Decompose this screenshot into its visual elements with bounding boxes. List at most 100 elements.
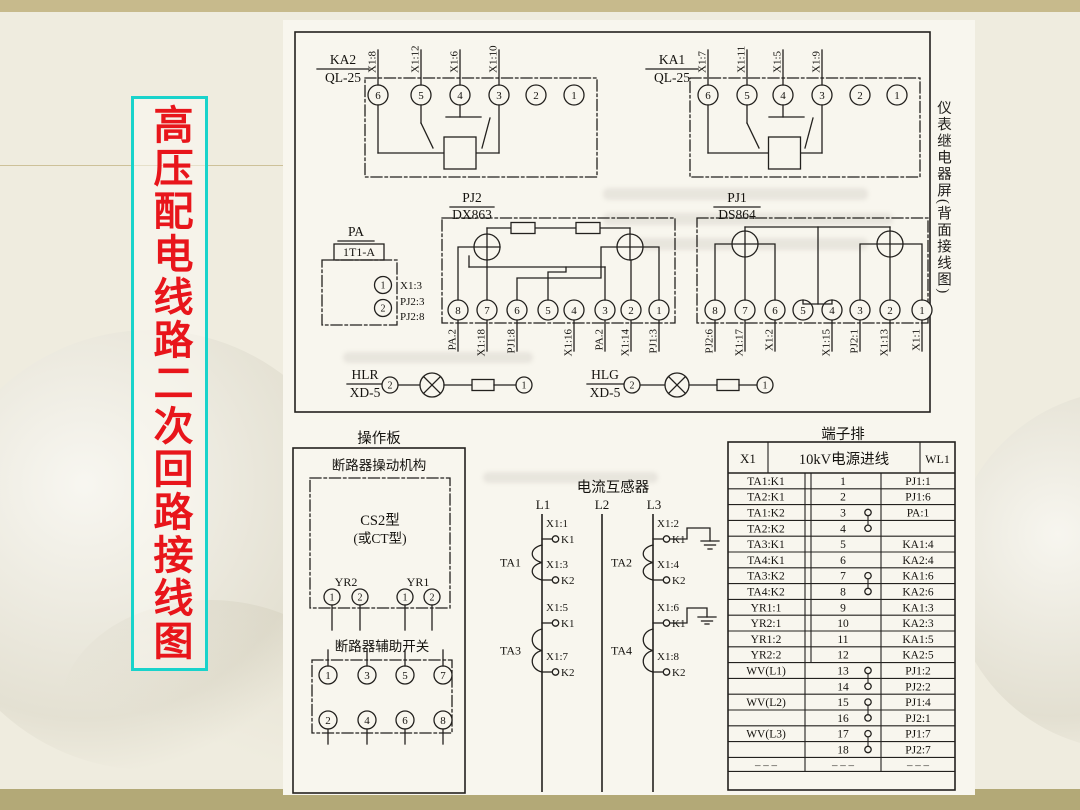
lamp-terminal-number: 1 — [763, 380, 768, 391]
wire — [642, 246, 660, 301]
table-cell-num: 18 — [837, 745, 849, 757]
ct-tap — [551, 535, 560, 543]
pa-terminal-number: 2 — [381, 303, 386, 314]
wire-label: PJ1:8 — [506, 329, 518, 354]
wire — [420, 122, 434, 149]
tap-x-label: X1:3 — [546, 559, 569, 571]
relay-terminal-number: 3 — [819, 90, 825, 102]
table-cell-right: KA1:6 — [902, 571, 934, 583]
ct-name: TA2 — [611, 556, 632, 570]
pa-side-label: PJ2:8 — [400, 311, 425, 323]
tap-k-label: K1 — [672, 534, 685, 546]
ka2-name: KA2 — [330, 52, 356, 67]
meter-terminal-number: 3 — [857, 305, 863, 317]
ka2-model: QL-25 — [325, 70, 361, 85]
pj2-box — [441, 217, 676, 324]
tap-x-label: X1:6 — [657, 602, 680, 614]
pj1-box — [696, 217, 929, 324]
table-cell-left: TA1:K2 — [747, 508, 785, 520]
pa-terminal — [373, 275, 393, 295]
pa-terminal — [373, 298, 393, 318]
meter-terminal-number: 2 — [628, 305, 634, 317]
table-cell-num: 15 — [837, 697, 849, 709]
table-cell-left: WV(L1) — [746, 666, 786, 678]
relay-terminal-number: 1 — [894, 90, 900, 102]
wiring-diagram: KA2 QL-25 KA1 QL-25 PJ2 DX863 PJ1 DS864 … — [292, 31, 956, 794]
pa-side-label: X1:3 — [400, 280, 423, 292]
relay-terminal-number: 3 — [496, 90, 502, 102]
meter-terminal-number: 2 — [887, 305, 893, 317]
ct-section-title: 电流互感器 — [577, 479, 650, 496]
table-cell-right: PJ2:7 — [905, 745, 931, 757]
relay-terminal — [525, 84, 547, 106]
mechanism-box — [309, 477, 451, 609]
table-header-wl1: WL1 — [925, 452, 950, 466]
table-cell-num: 16 — [837, 713, 849, 725]
instrument-panel-box — [294, 31, 931, 413]
tap-k-label: K1 — [672, 618, 685, 630]
lamp-terminal — [381, 376, 399, 394]
jumper-terminal — [864, 524, 872, 533]
wire-label: PJ2:6 — [704, 329, 716, 354]
wire-label: X1:1 — [911, 329, 923, 351]
yr1-label: YR1 — [407, 575, 430, 589]
relay-terminal-number: 1 — [571, 90, 577, 102]
relay-coil — [767, 136, 802, 170]
table-cell-right: KA1:4 — [902, 539, 934, 551]
yr2-label: YR2 — [335, 575, 358, 589]
line-label-l3: L3 — [647, 497, 661, 512]
table-cell-right: KA1:3 — [902, 602, 934, 614]
meter-terminal — [563, 299, 585, 321]
relay-terminal-number: 4 — [780, 90, 786, 102]
table-cell-num: 10 — [837, 618, 849, 630]
table-cell-right: KA2:6 — [902, 587, 934, 599]
yr1-terminal-number: 2 — [430, 592, 435, 603]
tap-x-label: X1:7 — [546, 651, 569, 663]
meter-terminal-number: 6 — [514, 305, 520, 317]
wire — [859, 243, 877, 301]
mechanism-type-line1: CS2型 — [360, 512, 400, 529]
wire-label: X1:7 — [697, 51, 709, 74]
tap-k-label: K2 — [561, 667, 574, 679]
table-cell-left: TA3:K1 — [747, 539, 785, 551]
wire-label: PA.2 — [447, 329, 459, 350]
ct-winding — [531, 544, 543, 581]
table-cell-left: YR2:2 — [751, 650, 782, 662]
aux-terminal-number: 3 — [364, 670, 370, 682]
relay-terminal — [849, 84, 871, 106]
ka1-box — [689, 77, 921, 178]
ct-tap — [662, 535, 671, 543]
jumper-terminal — [864, 682, 872, 691]
aux-switch-box — [311, 659, 453, 734]
table-cell-num: 3 — [840, 508, 846, 520]
relay-coil — [443, 136, 477, 170]
ct-tap — [551, 668, 560, 676]
table-cell-num: 6 — [840, 555, 846, 567]
jumper-terminal — [864, 666, 872, 675]
aux-terminal-number: 5 — [402, 670, 408, 682]
pa-model-tag — [333, 243, 385, 261]
hlg-model: XD-5 — [590, 385, 621, 400]
aux-terminal-number: 7 — [440, 670, 446, 682]
table-cell-left: TA2:K2 — [747, 523, 785, 535]
lamp-terminal-number: 2 — [630, 380, 635, 391]
meter-terminal-number: 4 — [829, 305, 835, 317]
ct-winding — [642, 628, 654, 673]
meter-terminal-number: 7 — [484, 305, 490, 317]
table-cell-right: PA:1 — [907, 508, 930, 520]
wire-label: X1:17 — [734, 329, 746, 357]
table-cell-right: KA2:3 — [902, 618, 934, 630]
wire — [804, 117, 814, 149]
wire — [667, 375, 687, 395]
jumper-terminal — [864, 571, 872, 580]
operation-panel-box — [292, 447, 466, 794]
table-cell-num: 8 — [840, 587, 846, 599]
table-cell-left: YR1:1 — [751, 602, 782, 614]
table-cell-right: KA2:4 — [902, 555, 934, 567]
yr2-terminal-number: 2 — [358, 592, 363, 603]
aux-switch-title: 断路器辅助开关 — [335, 639, 430, 654]
aux-terminal-number: 1 — [325, 670, 331, 682]
yr2-terminal-number: 1 — [330, 592, 335, 603]
terminal-table-border — [727, 441, 956, 791]
table-cell-num: 5 — [840, 539, 846, 551]
